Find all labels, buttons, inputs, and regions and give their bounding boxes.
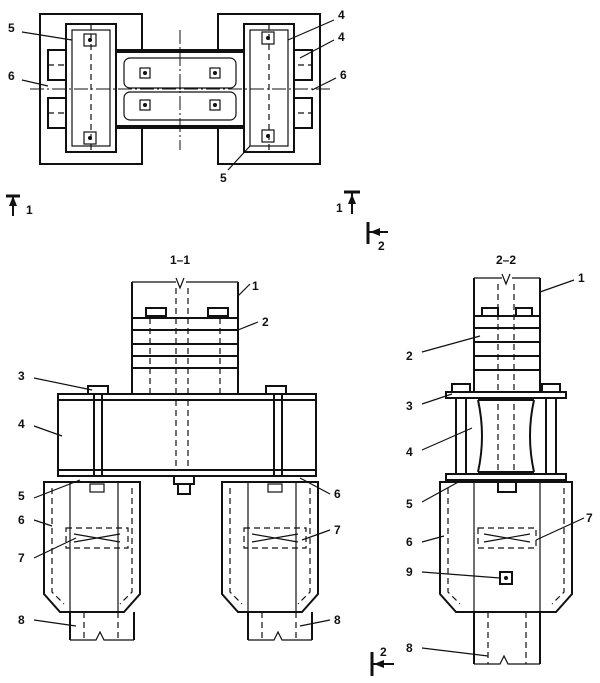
s22-label-7: 7 (586, 511, 593, 525)
s22-label-4: 4 (406, 445, 413, 459)
s11-label-4: 4 (18, 417, 25, 431)
plan-label-6a: 6 (8, 69, 15, 83)
s11-label-5: 5 (18, 489, 25, 503)
marker-2-top-label: 2 (378, 239, 385, 253)
s11-label-3: 3 (18, 369, 25, 383)
s11-label-7a: 7 (18, 551, 25, 565)
s11-label-6b: 6 (334, 487, 341, 501)
plan-label-4b: 4 (338, 30, 345, 44)
section-2-2: 2–2 (406, 253, 593, 665)
s22-label-1: 1 (578, 271, 585, 285)
section-1-1-title: 1–1 (170, 253, 190, 267)
section-marker-1-left: 1 (6, 194, 33, 217)
plan-label-4a: 4 (338, 8, 345, 22)
right-pile-cap-1-1 (221, 481, 319, 613)
s22-label-9: 9 (406, 565, 413, 579)
section-marker-2-bottom: 2 (370, 645, 394, 676)
main-beam-1-1 (57, 393, 317, 477)
pile-cap-2-2 (439, 481, 573, 613)
s11-label-8b: 8 (334, 613, 341, 627)
section-marker-1-right: 1 (336, 190, 360, 215)
s22-label-6: 6 (406, 535, 413, 549)
section-marker-2-top: 2 (366, 222, 388, 253)
s11-label-1: 1 (252, 279, 259, 293)
s22-label-8: 8 (406, 641, 413, 655)
s22-label-5: 5 (406, 497, 413, 511)
s11-label-2: 2 (262, 315, 269, 329)
marker-2-bottom-label: 2 (380, 645, 387, 659)
s22-label-3: 3 (406, 399, 413, 413)
left-pile-cap-1-1 (43, 481, 141, 613)
plan-label-5a: 5 (8, 21, 15, 35)
plan-view: 5 6 4 4 6 5 1 1 2 (6, 8, 388, 253)
s11-label-7b: 7 (334, 523, 341, 537)
marker-1-left-label: 1 (26, 203, 33, 217)
s22-label-2: 2 (406, 349, 413, 363)
marker-1-right-label: 1 (336, 201, 343, 215)
s11-label-6a: 6 (18, 513, 25, 527)
section-1-1: 1–1 (18, 253, 394, 676)
s11-label-8a: 8 (18, 613, 25, 627)
plan-label-5b: 5 (220, 171, 227, 185)
section-2-2-title: 2–2 (496, 253, 516, 267)
plan-label-6b: 6 (340, 68, 347, 82)
